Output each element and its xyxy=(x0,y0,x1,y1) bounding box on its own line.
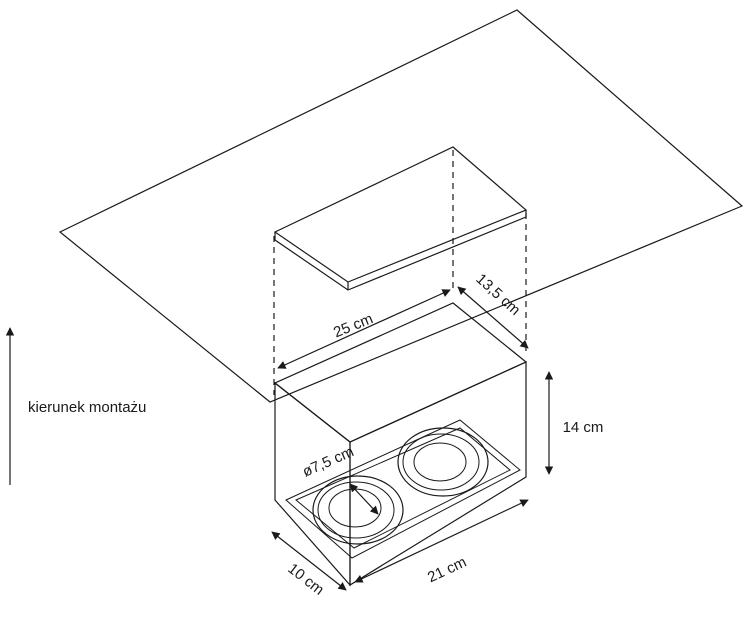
diameter-label: ø7,5 cm xyxy=(300,443,356,481)
width-25-label: 25 cm xyxy=(331,310,375,341)
width-21-label: 21 cm xyxy=(425,554,469,587)
projection-lines xyxy=(273,150,527,395)
diameter-arrow xyxy=(349,483,379,515)
ceiling-plane xyxy=(58,9,744,403)
height-14-label: 14 cm xyxy=(563,419,604,436)
depth-10-label: 10 cm xyxy=(284,560,327,599)
depth-10-arrow xyxy=(271,531,347,591)
depth-13-5-label: 13,5 cm xyxy=(472,270,523,318)
mounting-direction-label: kierunek montażu xyxy=(28,399,146,416)
mounting-plate xyxy=(273,146,528,291)
light-head-left xyxy=(312,475,404,545)
light-head-right xyxy=(397,427,489,497)
luminaire-body xyxy=(273,302,528,587)
depth-13-5-arrow xyxy=(457,286,529,349)
width-21-arrow xyxy=(354,499,529,583)
width-25-arrow xyxy=(277,289,451,369)
